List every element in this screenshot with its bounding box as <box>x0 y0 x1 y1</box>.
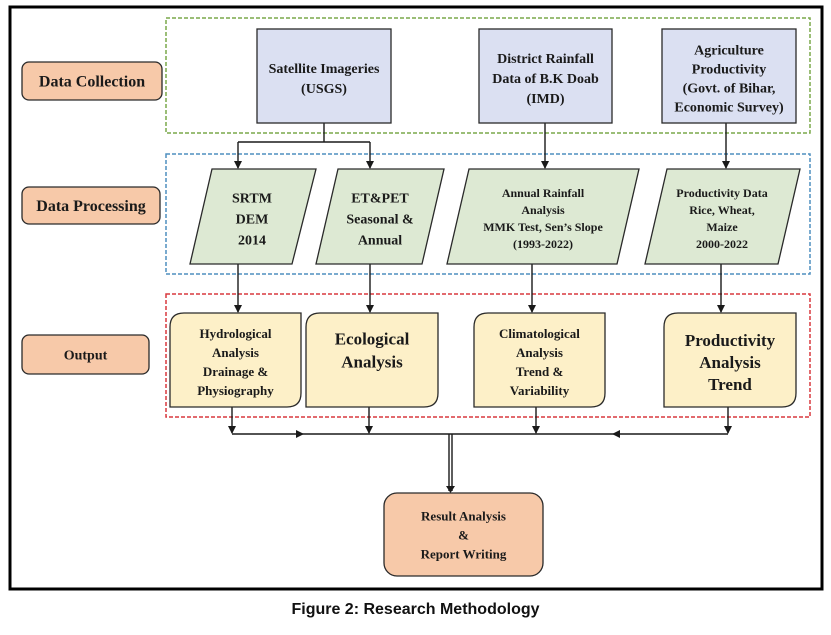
source-satellite-line: (USGS) <box>301 82 347 97</box>
process-rainfall-analysis-line: Analysis <box>521 203 565 217</box>
source-box <box>661 28 797 124</box>
output-hydrological-line: Physiography <box>197 383 274 398</box>
output-climatological-line: Analysis <box>516 345 563 360</box>
source-satellite-line: Satellite Imageries <box>269 62 380 77</box>
process-etpet-line: Seasonal & <box>346 212 413 227</box>
source-satellite: Satellite Imageries (USGS) <box>256 28 392 124</box>
process-srtm-line: 2014 <box>238 233 266 248</box>
output-container <box>165 293 811 418</box>
process-etpet: ET&PET Seasonal & Annual <box>315 168 445 265</box>
output-box <box>663 312 797 408</box>
stage-label-collection: Data Collection <box>21 61 163 101</box>
output-box <box>169 312 302 408</box>
output-box <box>473 312 606 408</box>
result-line: Report Writing <box>421 547 507 562</box>
stage-label-text: Data Processing <box>36 198 145 215</box>
process-etpet-line: Annual <box>358 233 402 248</box>
output-ecological-line: Ecological <box>335 329 410 348</box>
stage-label-box <box>21 186 161 225</box>
output-productivity-line: Productivity <box>685 331 776 350</box>
output-hydrological-line: Drainage & <box>203 364 269 379</box>
process-rainfall-analysis-line: Annual Rainfall <box>502 186 585 200</box>
stage-label-text: Data Collection <box>39 74 145 91</box>
output-hydrological-line: Hydrological <box>200 326 272 341</box>
source-agriculture-line: Productivity <box>692 62 766 77</box>
process-shape <box>644 168 801 265</box>
source-agriculture-line: Economic Survey) <box>674 100 784 115</box>
bus-arrow-left-icon <box>612 430 620 438</box>
process-srtm-line: DEM <box>236 212 269 227</box>
stage-label-output: Output <box>21 334 150 375</box>
process-shape <box>189 168 317 265</box>
stage-label-processing: Data Processing <box>21 186 161 225</box>
process-etpet-line: ET&PET <box>351 191 409 206</box>
process-srtm: SRTM DEM 2014 <box>189 168 317 265</box>
output-productivity-line: Analysis <box>699 353 761 372</box>
stage-label-box <box>21 334 150 375</box>
process-rainfall-analysis-line: (1993-2022) <box>513 237 573 251</box>
source-box <box>256 28 392 124</box>
process-rainfall-analysis-line: MMK Test, Sen’s Slope <box>483 220 603 234</box>
source-agriculture-line: Agriculture <box>694 43 764 58</box>
output-climatological-line: Climatological <box>499 326 580 341</box>
process-shape <box>315 168 445 265</box>
output-hydrological-line: Analysis <box>212 345 259 360</box>
figure-frame <box>8 5 824 591</box>
stage-label-box <box>21 61 163 101</box>
source-rainfall-line: Data of B.K Doab <box>492 72 599 87</box>
source-box <box>478 28 613 124</box>
result-box <box>383 492 544 577</box>
figure-caption: Figure 2: Research Methodology <box>291 601 540 618</box>
result-line: & <box>458 528 469 543</box>
process-productivity-data-line: Rice, Wheat, <box>689 203 754 217</box>
stage-label-text: Output <box>64 348 108 363</box>
collection-container <box>165 17 811 134</box>
process-shape <box>446 168 640 265</box>
result-report-box: Result Analysis & Report Writing <box>383 492 544 577</box>
output-productivity-line: Trend <box>708 375 752 394</box>
process-productivity-data-line: 2000-2022 <box>696 237 748 251</box>
bus-arrow-right-icon <box>296 430 304 438</box>
source-agriculture-line: (Govt. of Bihar, <box>683 81 776 96</box>
result-line: Result Analysis <box>421 509 506 524</box>
source-rainfall-line: District Rainfall <box>497 52 594 67</box>
output-climatological-line: Variability <box>510 383 570 398</box>
result-arrow-icon <box>446 486 455 493</box>
process-srtm-line: SRTM <box>232 191 272 206</box>
output-ecological-line: Analysis <box>341 352 403 371</box>
source-rainfall-line: (IMD) <box>526 92 564 107</box>
processing-container <box>165 153 811 275</box>
process-productivity-data-line: Productivity Data <box>676 186 767 200</box>
output-climatological-line: Trend & <box>516 364 564 379</box>
output-box <box>305 312 439 408</box>
process-productivity-data-line: Maize <box>706 220 738 234</box>
